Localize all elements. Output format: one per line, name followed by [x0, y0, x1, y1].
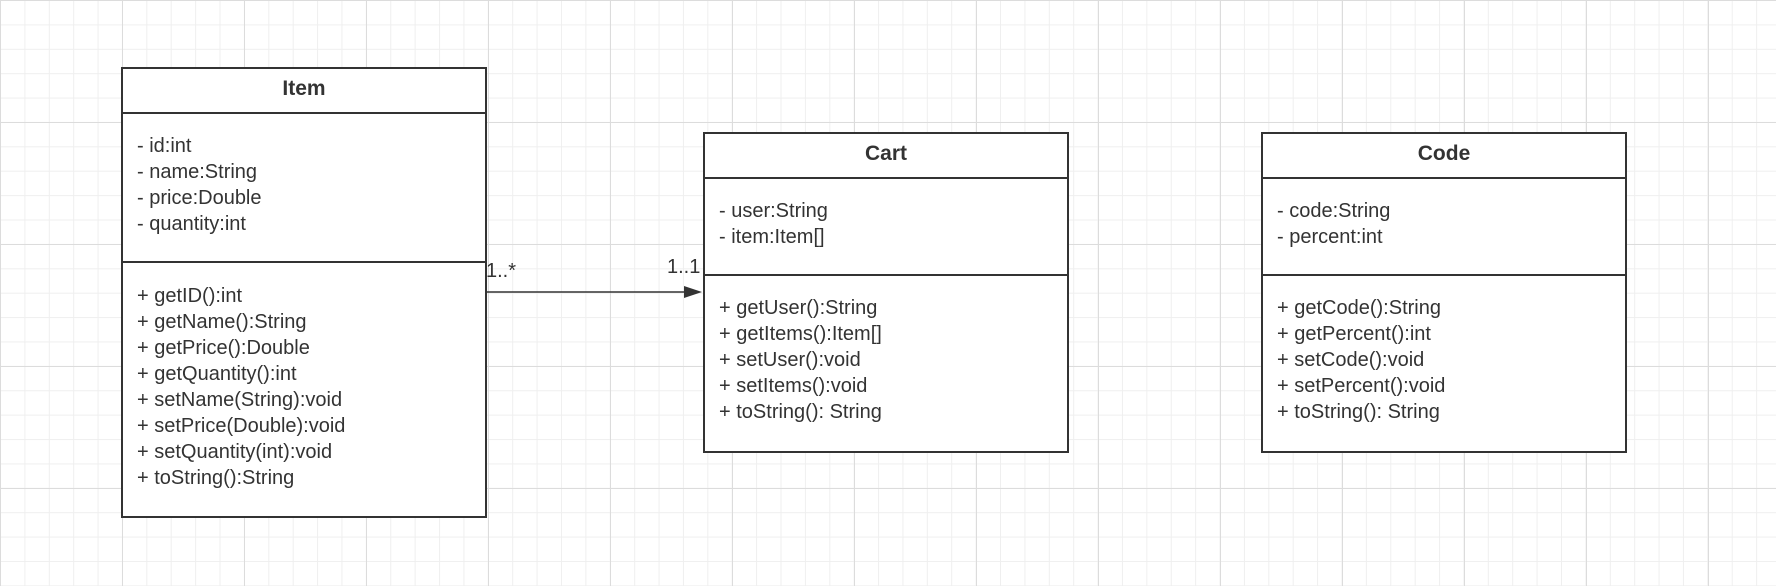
method: + getQuantity():int: [137, 363, 297, 385]
attribute: - quantity:int: [137, 213, 246, 235]
attribute: - user:String: [719, 200, 828, 222]
attribute: - id:int: [137, 135, 192, 157]
method: + setCode():void: [1277, 349, 1425, 371]
class-code[interactable]: Code - code:String - percent:int + getCo…: [1261, 132, 1627, 453]
class-cart[interactable]: Cart - user:String - item:Item[] + getUs…: [703, 132, 1069, 453]
class-code-attributes: - code:String - percent:int: [1263, 179, 1625, 276]
method: + getID():int: [137, 285, 243, 307]
class-item-attributes: - id:int - name:String - price:Double - …: [123, 114, 485, 263]
source-multiplicity-label: 1..*: [486, 260, 517, 282]
class-item-methods: + getID():int + getName():String + getPr…: [123, 263, 485, 491]
attribute: - name:String: [137, 161, 258, 183]
method: + setQuantity(int):void: [137, 441, 333, 463]
attribute: - item:Item[]: [719, 226, 825, 248]
method: + toString(): String: [1277, 401, 1440, 423]
class-cart-title: Cart: [705, 134, 1067, 179]
attribute: - percent:int: [1277, 226, 1383, 248]
method: + setName(String):void: [137, 389, 343, 411]
class-code-methods: + getCode():String + getPercent():int + …: [1263, 276, 1625, 425]
method: + setItems():void: [719, 375, 868, 397]
class-cart-methods: + getUser():String + getItems():Item[] +…: [705, 276, 1067, 425]
arrowhead-icon: [684, 286, 702, 298]
method: + setPercent():void: [1277, 375, 1446, 397]
method: + toString(): String: [719, 401, 882, 423]
class-code-title: Code: [1263, 134, 1625, 179]
method: + getItems():Item[]: [719, 323, 882, 345]
method: + getCode():String: [1277, 297, 1441, 319]
method: + toString():String: [137, 467, 295, 489]
attribute: - price:Double: [137, 187, 262, 209]
method: + setPrice(Double):void: [137, 415, 346, 437]
class-item[interactable]: Item - id:int - name:String - price:Doub…: [121, 67, 487, 518]
method: + getUser():String: [719, 297, 878, 319]
method: + setUser():void: [719, 349, 861, 371]
method: + getPrice():Double: [137, 337, 310, 359]
method: + getName():String: [137, 311, 307, 333]
method: + getPercent():int: [1277, 323, 1431, 345]
attribute: - code:String: [1277, 200, 1391, 222]
class-cart-attributes: - user:String - item:Item[]: [705, 179, 1067, 276]
target-multiplicity-label: 1..1: [667, 256, 701, 278]
class-item-title: Item: [123, 69, 485, 114]
